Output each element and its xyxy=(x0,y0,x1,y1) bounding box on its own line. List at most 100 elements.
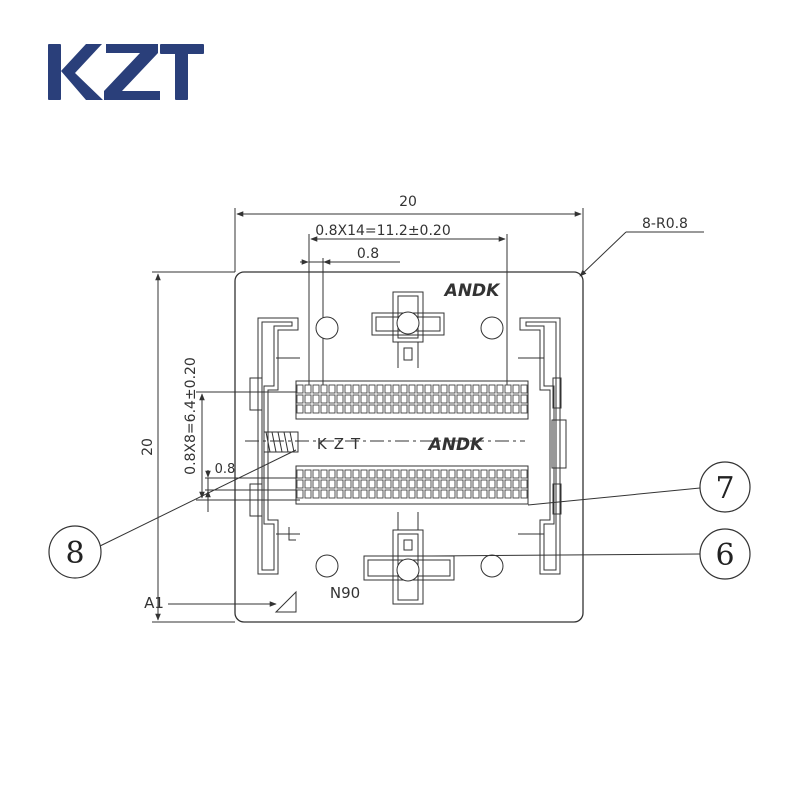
contact-pin xyxy=(368,394,376,404)
contact-pin xyxy=(376,489,384,499)
contact-pin xyxy=(488,479,496,489)
contact-pin xyxy=(344,404,352,414)
socket-inner-frame xyxy=(249,317,567,575)
contact-pin xyxy=(456,404,464,414)
contact-pin xyxy=(472,479,480,489)
callout-6-circle xyxy=(699,528,751,580)
contact-pin xyxy=(392,384,400,394)
contact-pin xyxy=(384,479,392,489)
contact-pin xyxy=(416,489,424,499)
contact-pin xyxy=(488,404,496,414)
contact-pin xyxy=(344,384,352,394)
contact-pin xyxy=(320,404,328,414)
contact-pin xyxy=(400,394,408,404)
contact-pin xyxy=(520,479,528,489)
callout-8-circle xyxy=(48,525,102,579)
contact-pin xyxy=(368,384,376,394)
contact-pin xyxy=(296,469,304,479)
contact-pin xyxy=(344,394,352,404)
contact-pin xyxy=(312,479,320,489)
contact-pin xyxy=(496,384,504,394)
contact-pin xyxy=(488,489,496,499)
corner-holes xyxy=(315,316,504,578)
contact-pin xyxy=(512,489,520,499)
contact-pin xyxy=(352,469,360,479)
contact-pin xyxy=(360,479,368,489)
contact-pin xyxy=(304,489,312,499)
dim-pitch-x-single-label: 0.8 xyxy=(357,246,379,262)
contact-pin xyxy=(384,469,392,479)
contact-pin xyxy=(520,404,528,414)
contact-pin xyxy=(384,404,392,414)
contact-pin xyxy=(312,394,320,404)
contact-pin xyxy=(520,384,528,394)
kzt-logo-icon xyxy=(48,44,204,100)
contact-pin xyxy=(472,384,480,394)
contact-pin xyxy=(480,489,488,499)
contact-pin xyxy=(432,469,440,479)
callout-8-label: 8 xyxy=(65,536,84,571)
contact-pin xyxy=(304,479,312,489)
contact-pin xyxy=(480,404,488,414)
dim-pitch-y-single-label: 0.8 xyxy=(215,462,236,477)
contact-pin xyxy=(384,384,392,394)
dim-pitch-x xyxy=(308,234,508,385)
contact-pin xyxy=(464,489,472,499)
contact-pin xyxy=(504,404,512,414)
contact-pin xyxy=(504,469,512,479)
contact-pin xyxy=(456,394,464,404)
kzt-center: KZT xyxy=(317,435,367,453)
contact-pin xyxy=(304,394,312,404)
contact-pin xyxy=(320,394,328,404)
contact-pin xyxy=(472,404,480,414)
contact-pin xyxy=(400,489,408,499)
contact-pin xyxy=(440,469,448,479)
dim-pitch-y-label: 0.8X8=6.4±0.20 xyxy=(183,357,199,475)
contact-pin xyxy=(440,404,448,414)
contact-pin xyxy=(360,394,368,404)
contact-pin xyxy=(424,394,432,404)
contact-pin xyxy=(352,479,360,489)
contact-pin xyxy=(336,404,344,414)
contact-pin xyxy=(320,469,328,479)
contact-pin xyxy=(416,479,424,489)
dim-pitch-x-single xyxy=(300,258,400,385)
contact-pin xyxy=(472,469,480,479)
contact-pin xyxy=(456,384,464,394)
dim-height-label: 20 xyxy=(140,438,156,456)
contact-pin xyxy=(504,479,512,489)
contact-pin xyxy=(296,384,304,394)
socket-body xyxy=(234,271,584,623)
contact-pin xyxy=(424,404,432,414)
contact-pin xyxy=(400,384,408,394)
contact-pin xyxy=(296,404,304,414)
contact-pin xyxy=(432,404,440,414)
contact-pin xyxy=(480,469,488,479)
contact-pin xyxy=(384,394,392,404)
contact-pin xyxy=(344,469,352,479)
contact-pin xyxy=(424,489,432,499)
contact-pin xyxy=(520,394,528,404)
contact-pin xyxy=(448,384,456,394)
contact-pin xyxy=(424,479,432,489)
contact-pin xyxy=(328,384,336,394)
contact-pin xyxy=(376,479,384,489)
contact-pin xyxy=(512,384,520,394)
callout-8-leader xyxy=(99,449,297,547)
contact-pin xyxy=(296,394,304,404)
dim-corner-radius xyxy=(579,231,704,277)
contact-pin xyxy=(392,394,400,404)
contact-pin xyxy=(336,384,344,394)
contact-pin xyxy=(304,384,312,394)
contact-pin xyxy=(328,479,336,489)
contact-pin xyxy=(368,404,376,414)
contact-block-frame xyxy=(295,465,529,505)
contact-pin xyxy=(336,394,344,404)
contact-pin xyxy=(352,394,360,404)
contact-pin xyxy=(320,479,328,489)
contact-pin xyxy=(512,404,520,414)
contact-pin xyxy=(448,469,456,479)
contact-pin xyxy=(464,469,472,479)
callout-7-leader xyxy=(527,487,701,506)
